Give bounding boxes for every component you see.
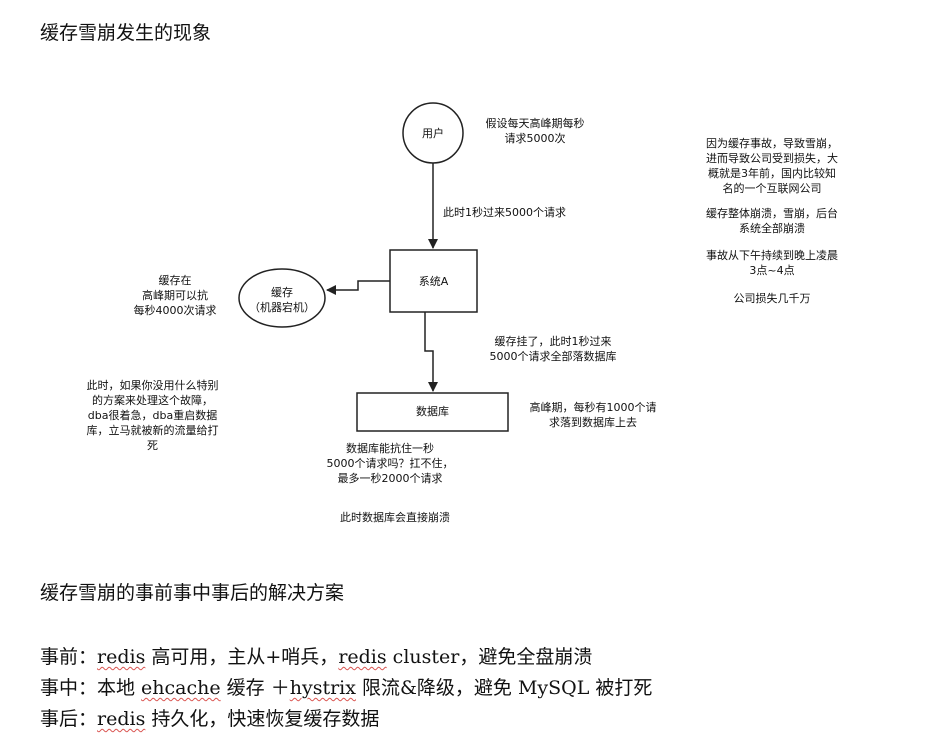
solution-before: 事前：redis 高可用，主从+哨兵，redis cluster，避免全盘崩溃 xyxy=(40,646,593,668)
left-note: 此时，如果你没用什么特别的方案来处理这个故障，dba很着急，dba重启数据库，立… xyxy=(86,379,219,452)
solution-after: 事后：redis 持久化，快速恢复缓存数据 xyxy=(40,708,380,730)
cache-node-label: 缓存（机器宕机） xyxy=(249,286,315,314)
cache-node-shape xyxy=(238,268,326,328)
solution-title: 缓存雪崩的事前事中事后的解决方案 xyxy=(40,582,345,604)
solution-during: 事中：本地 ehcache 缓存 ＋hystrix 限流&降级，避免 MySQL… xyxy=(40,677,653,699)
user-note: 假设每天高峰期每秒请求5000次 xyxy=(485,117,585,145)
cache-note: 缓存在高峰期可以抗每秒4000次请求 xyxy=(133,274,217,317)
db-node-shape xyxy=(356,392,509,432)
system-to-db-arrow xyxy=(424,312,438,392)
system-to-cache-arrow xyxy=(326,280,390,295)
page-title: 缓存雪崩发生的现象 xyxy=(40,22,212,44)
system-node-shape xyxy=(389,249,478,313)
right-note-2: 缓存整体崩溃，雪崩，后台系统全部崩溃 xyxy=(706,207,838,235)
arrow1-label: 此时1秒过来5000个请求 xyxy=(443,206,566,219)
user-node-label: 用户 xyxy=(422,127,444,140)
db-note: 高峰期，每秒有1000个请求落到数据库上去 xyxy=(529,401,657,429)
right-note-4: 公司损失几千万 xyxy=(733,292,811,305)
db-node-label: 数据库 xyxy=(416,405,449,418)
right-note-1: 因为缓存事故，导致雪崩，进而导致公司受到损失，大概就是3年前，国内比较知名的一个… xyxy=(706,137,838,195)
db-crash-note: 此时数据库会直接崩溃 xyxy=(340,511,450,524)
system-node-label: 系统A xyxy=(418,275,449,288)
